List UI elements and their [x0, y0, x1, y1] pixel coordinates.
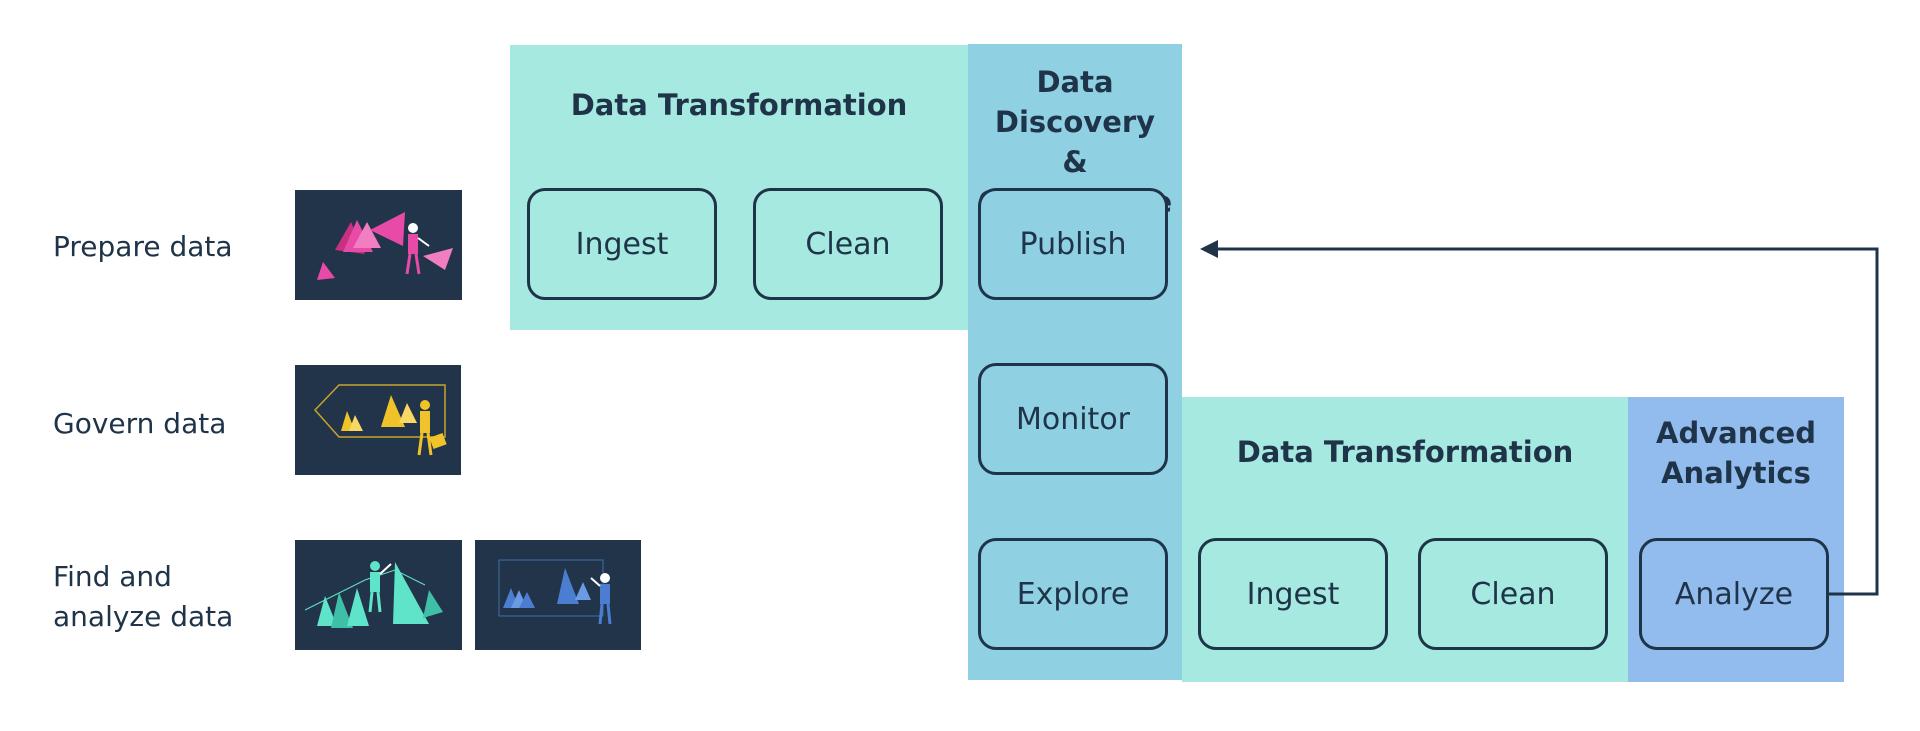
analyze-data-illustration-icon: [475, 540, 641, 650]
region-title: Advanced Analytics: [1628, 413, 1844, 493]
region-title-line-1: Data Discovery: [994, 65, 1156, 139]
feedback-arrow-line: [1215, 247, 1879, 596]
row-label-line-1: Find and: [53, 560, 172, 593]
region-title-line-1: Advanced: [1656, 416, 1816, 450]
publish-step[interactable]: Publish: [978, 188, 1168, 300]
arrowhead-icon: [1200, 240, 1218, 258]
clean-step-top[interactable]: Clean: [753, 188, 943, 300]
ingest-step-bottom[interactable]: Ingest: [1198, 538, 1388, 650]
row-label-line-2: analyze data: [53, 600, 234, 633]
ingest-step-top[interactable]: Ingest: [527, 188, 717, 300]
row-label-prepare-data: Prepare data: [53, 230, 233, 263]
find-data-illustration-icon: [295, 540, 462, 650]
monitor-step[interactable]: Monitor: [978, 363, 1168, 475]
region-title: Data Transformation: [570, 88, 908, 122]
region-title: Data Transformation: [1236, 435, 1574, 469]
explore-step[interactable]: Explore: [978, 538, 1168, 650]
govern-data-illustration-icon: [295, 365, 461, 475]
analyze-step[interactable]: Analyze: [1639, 538, 1829, 650]
prepare-data-illustration-icon: [295, 190, 462, 300]
row-label-govern-data: Govern data: [53, 407, 227, 440]
row-label-find-and-analyze: Find and analyze data: [53, 557, 233, 637]
region-title-line-2: Analytics: [1661, 456, 1811, 490]
clean-step-bottom[interactable]: Clean: [1418, 538, 1608, 650]
